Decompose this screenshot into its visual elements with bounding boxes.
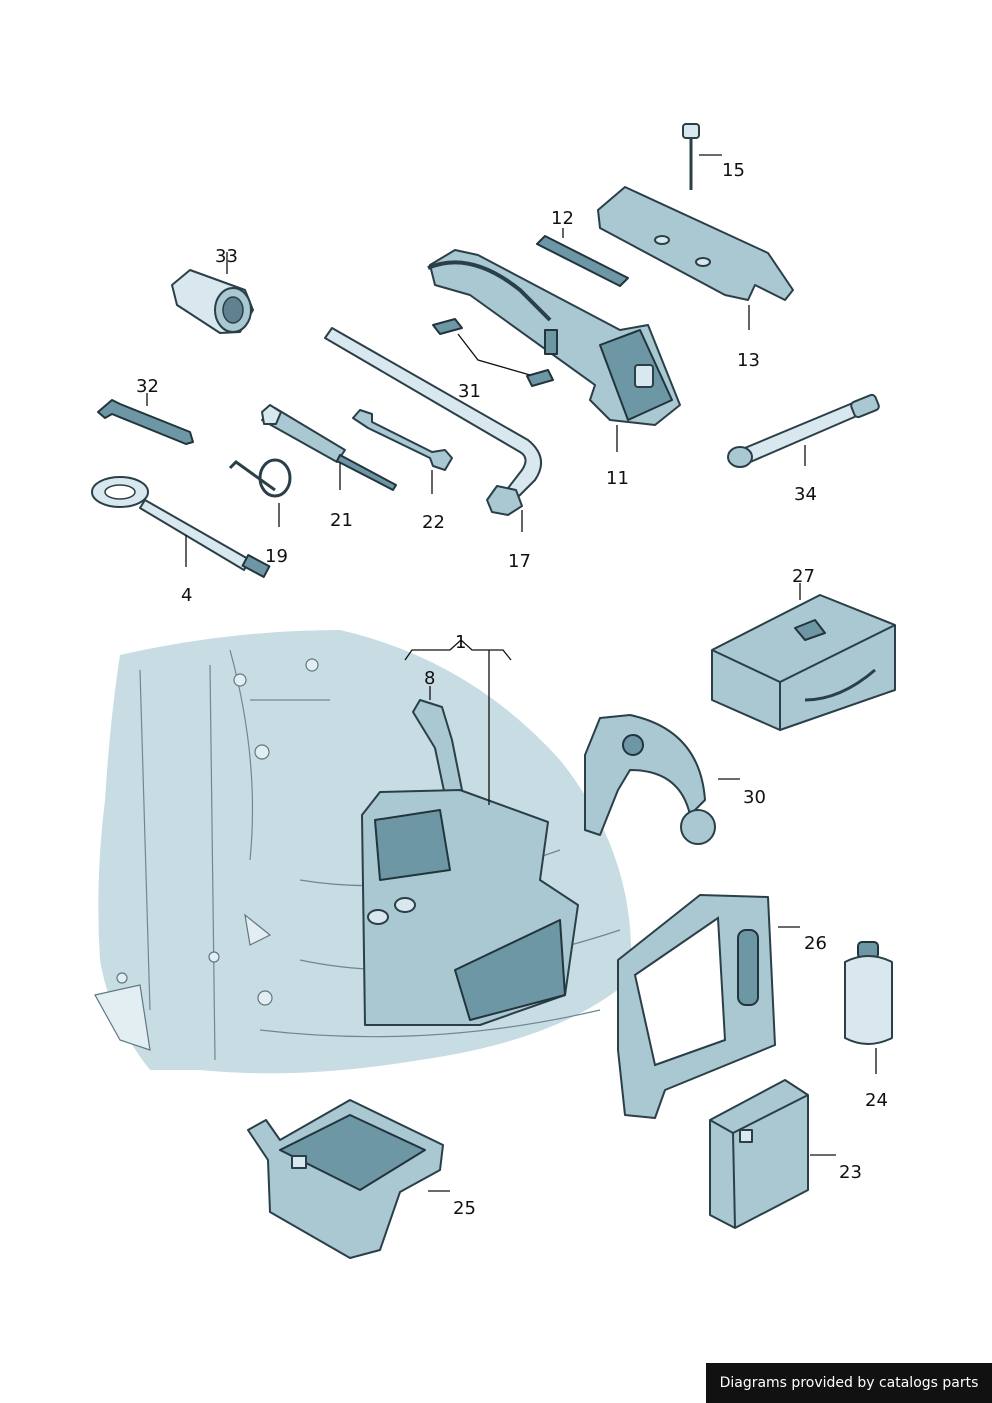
box-icon — [709, 1079, 809, 1229]
screwdriver-icon — [261, 404, 397, 491]
foam-insert-icon — [617, 894, 776, 1119]
leader-lines — [146, 154, 877, 1192]
tow-ball-icon — [584, 714, 716, 845]
callout-11: 11 — [606, 468, 629, 489]
callout-17: 17 — [508, 551, 531, 572]
storage-tray-icon — [247, 1099, 444, 1259]
callout-21: 21 — [330, 510, 353, 531]
car-jack-icon — [427, 249, 681, 426]
strip-icon — [536, 235, 629, 287]
callout-8: 8 — [424, 668, 435, 689]
socket-icon — [171, 269, 254, 334]
callout-labels: 15 12 13 33 31 11 32 34 21 22 19 17 4 27… — [136, 160, 888, 1219]
callout-34: 34 — [794, 484, 817, 505]
callout-31: 31 — [458, 381, 481, 402]
callout-22: 22 — [422, 512, 445, 533]
jack-cover-icon — [597, 186, 794, 301]
sticker-icon — [432, 318, 554, 387]
tool-case-icon — [711, 594, 896, 731]
wire-clip-icon — [228, 458, 292, 498]
towing-eye-icon — [91, 476, 271, 578]
strap-icon — [412, 699, 466, 811]
pin-icon — [682, 123, 700, 190]
bracket-icon — [361, 789, 579, 1026]
extension-bar-icon — [727, 393, 880, 468]
callout-27: 27 — [792, 566, 815, 587]
callout-33: 33 — [215, 246, 238, 267]
callout-23: 23 — [839, 1162, 862, 1183]
wrench-icon — [352, 409, 453, 471]
callout-32: 32 — [136, 376, 159, 397]
callout-4: 4 — [181, 585, 192, 606]
callout-24: 24 — [865, 1090, 888, 1111]
callout-15: 15 — [722, 160, 745, 181]
callout-25: 25 — [453, 1198, 476, 1219]
callout-12: 12 — [551, 208, 574, 229]
wheel-brace-icon — [324, 327, 543, 516]
bottle-icon — [844, 941, 893, 1045]
callout-13: 13 — [737, 350, 760, 371]
hex-key-icon — [97, 399, 194, 445]
callout-1: 1 — [455, 632, 466, 653]
callout-26: 26 — [804, 933, 827, 954]
credit-banner: Diagrams provided by catalogs parts — [706, 1363, 992, 1403]
callout-19: 19 — [265, 546, 288, 567]
callout-30: 30 — [743, 787, 766, 808]
